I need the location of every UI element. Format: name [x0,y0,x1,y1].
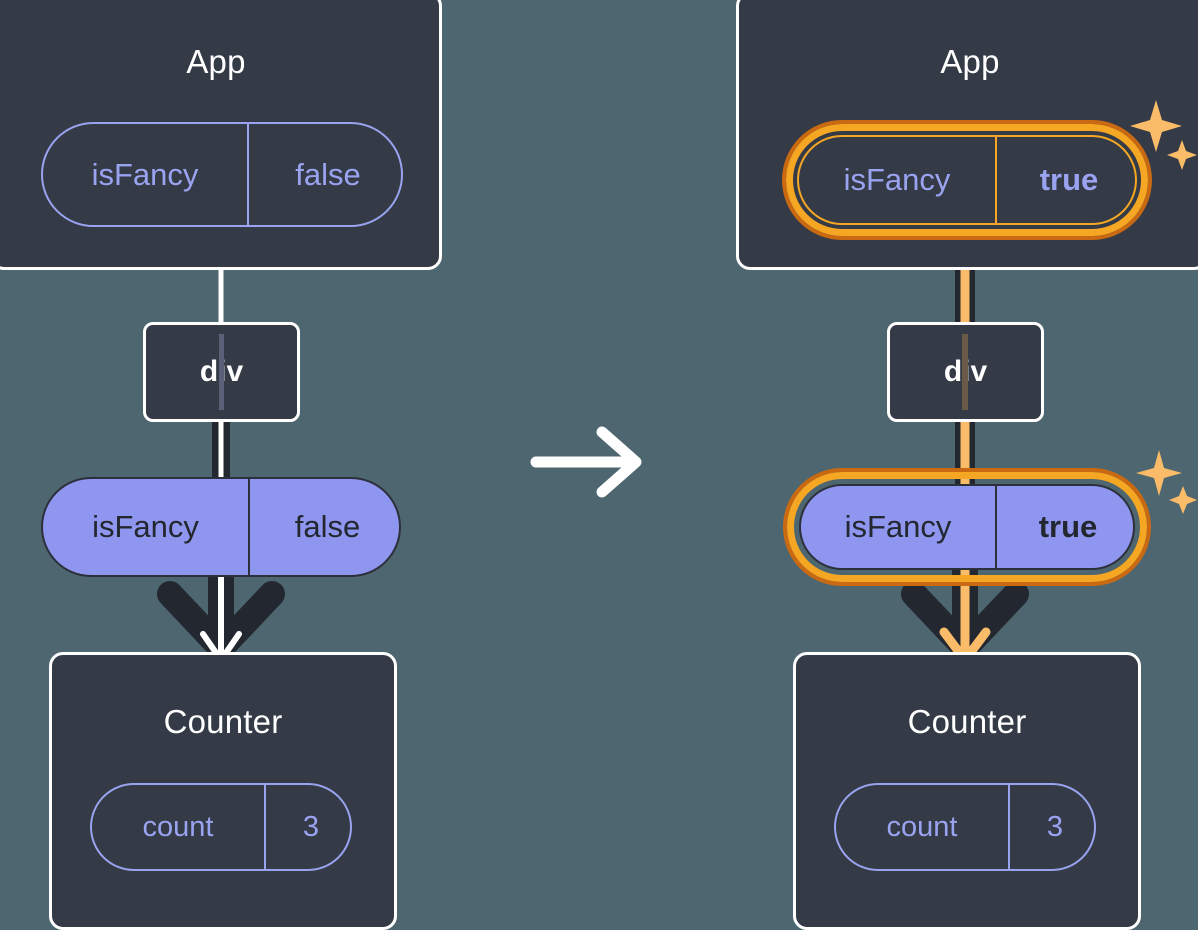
left-counter-state-name: count [142,810,214,843]
left-app-prop-value: false [247,124,407,225]
left-div-thread [219,334,224,410]
right-app-prop-pill: isFancy true [797,135,1137,225]
transition-arrow-icon [530,426,642,498]
left-counter-state-value: 3 [264,785,356,869]
right-app-prop-value: true [995,137,1141,223]
right-app-title: App [940,43,1000,80]
right-passed-prop-name: isFancy [844,509,952,544]
right-arrow-head-orange [939,566,991,665]
right-div-thread [962,334,968,410]
right-app-prop-name: isFancy [843,162,951,197]
left-passed-prop-value: false [248,479,405,575]
left-counter-title: Counter [163,703,283,740]
right-counter-state-value: 3 [1008,785,1100,869]
left-passed-prop-pill: isFancy false [41,477,401,577]
left-app-prop-pill: isFancy false [41,122,403,227]
left-app-title: App [186,43,246,80]
right-passed-prop-value: true [995,486,1139,568]
left-app-prop-name: isFancy [91,156,199,192]
right-app-sparkles-icon [1130,100,1197,170]
right-counter-state-pill: count 3 [834,783,1096,871]
right-passed-prop-pill: isFancy true [799,484,1135,570]
right-prop-sparkles-icon [1136,450,1197,514]
right-counter-title: Counter [907,703,1027,740]
right-counter-state-name: count [886,810,958,843]
left-passed-prop-name: isFancy [92,509,199,544]
left-counter-state-pill: count 3 [90,783,352,871]
